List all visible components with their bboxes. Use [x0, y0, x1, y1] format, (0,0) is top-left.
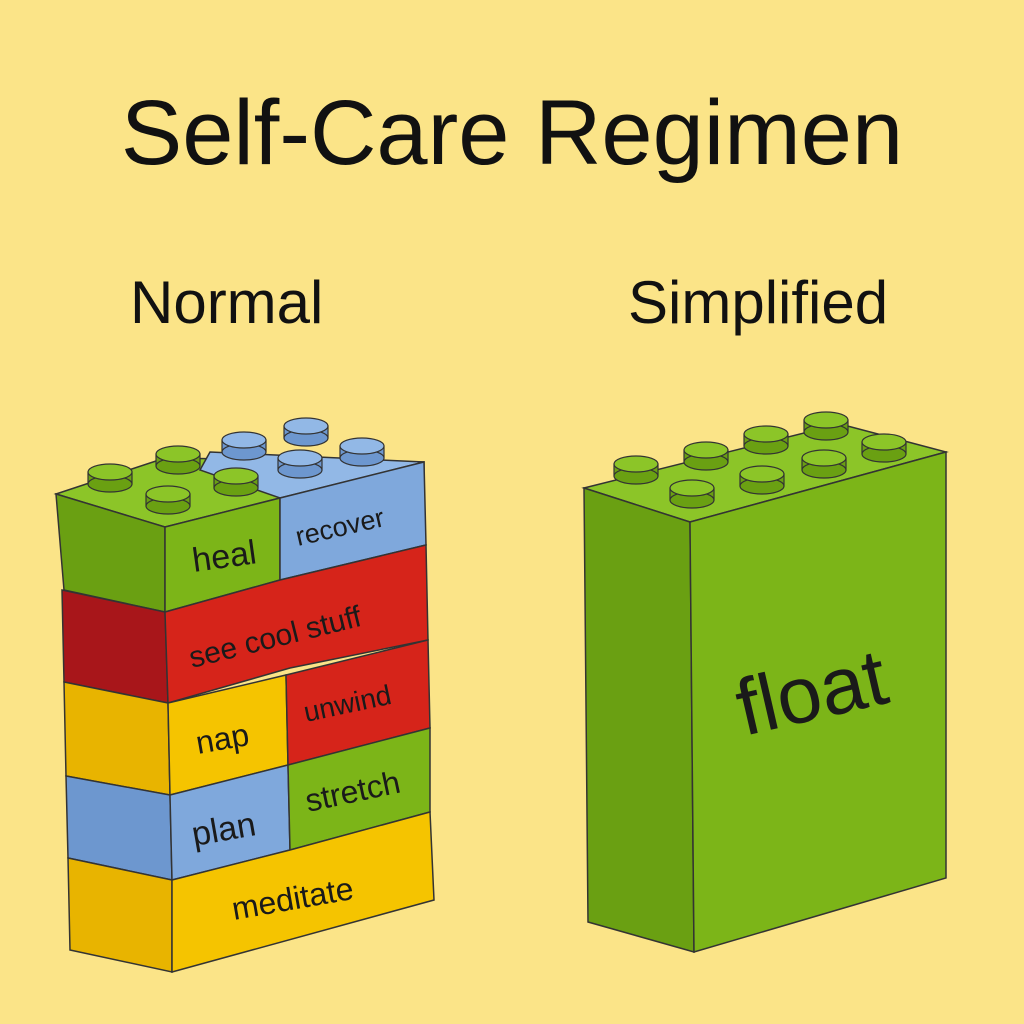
page-title: Self-Care Regimen [120, 82, 904, 184]
simplified-column-label: Simplified [628, 269, 889, 336]
stud [145, 485, 191, 515]
stud [277, 449, 323, 479]
stud [803, 411, 849, 441]
stud [87, 463, 133, 493]
stud [861, 433, 907, 463]
stud [221, 431, 267, 461]
stud [669, 479, 715, 509]
stud [339, 437, 385, 467]
stud [213, 467, 259, 497]
meditate-brick [171, 811, 435, 973]
stud [683, 441, 729, 471]
stud [743, 425, 789, 455]
heal-label: heal [190, 533, 259, 580]
stud [613, 455, 659, 485]
stud [739, 465, 785, 495]
stud [283, 417, 329, 447]
stud [155, 445, 201, 475]
normal-column-label: Normal [130, 269, 324, 336]
stud [801, 449, 847, 479]
simplified-brick: float [581, 411, 949, 953]
normal-brick-stack: heal recover see cool stuff nap unwind p… [53, 417, 435, 973]
